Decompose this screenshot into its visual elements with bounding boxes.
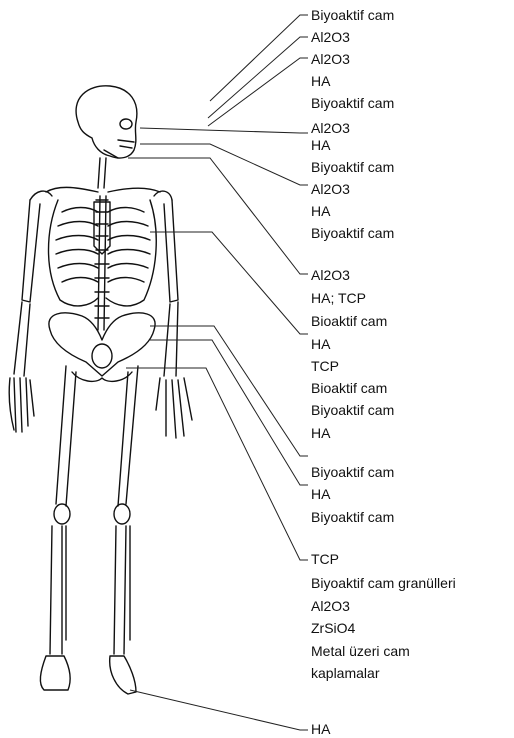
label: HA; TCP (311, 290, 366, 306)
label: Biyoaktif cam (311, 159, 394, 175)
label: HA (311, 203, 330, 219)
label: Biyoaktif cam (311, 7, 394, 23)
label: Al2O3 (311, 181, 350, 197)
arms (14, 200, 178, 376)
skull (76, 86, 137, 158)
label: kaplamalar (311, 665, 379, 681)
label: Biyoaktif cam (311, 402, 394, 418)
label: TCP (311, 551, 339, 567)
label: Al2O3 (311, 598, 350, 614)
rib-cage (49, 200, 157, 306)
label: Biyoaktif cam (311, 225, 394, 241)
leader-line (150, 326, 308, 456)
label: Biyoaktif cam (311, 509, 394, 525)
label: Al2O3 (311, 120, 350, 136)
pelvis (49, 313, 155, 381)
label: Metal üzeri cam (311, 643, 410, 659)
leader-line (140, 144, 308, 185)
label: Biyoaktif cam granülleri (311, 575, 456, 591)
leader-lines (126, 15, 308, 730)
label: HA (311, 486, 330, 502)
label: HA (311, 425, 330, 441)
leader-line (140, 128, 308, 133)
label: HA (311, 721, 330, 737)
hands (9, 378, 192, 438)
spine (95, 158, 109, 330)
label: Bioaktif cam (311, 313, 387, 329)
leader-line (208, 58, 308, 126)
label: Al2O3 (311, 267, 350, 283)
feet (40, 656, 136, 694)
label: TCP (311, 358, 339, 374)
legs (50, 366, 138, 654)
label: Bioaktif cam (311, 380, 387, 396)
leader-line (208, 37, 308, 118)
label: Biyoaktif cam (311, 95, 394, 111)
label: Al2O3 (311, 51, 350, 67)
leader-line (126, 368, 308, 560)
label: Al2O3 (311, 29, 350, 45)
leader-line (150, 232, 308, 334)
label: HA (311, 336, 330, 352)
label: ZrSiO4 (311, 620, 355, 636)
label: Biyoaktif cam (311, 464, 394, 480)
leader-line (130, 690, 308, 730)
shoulders (30, 187, 172, 200)
label: HA (311, 137, 330, 153)
label: HA (311, 73, 330, 89)
